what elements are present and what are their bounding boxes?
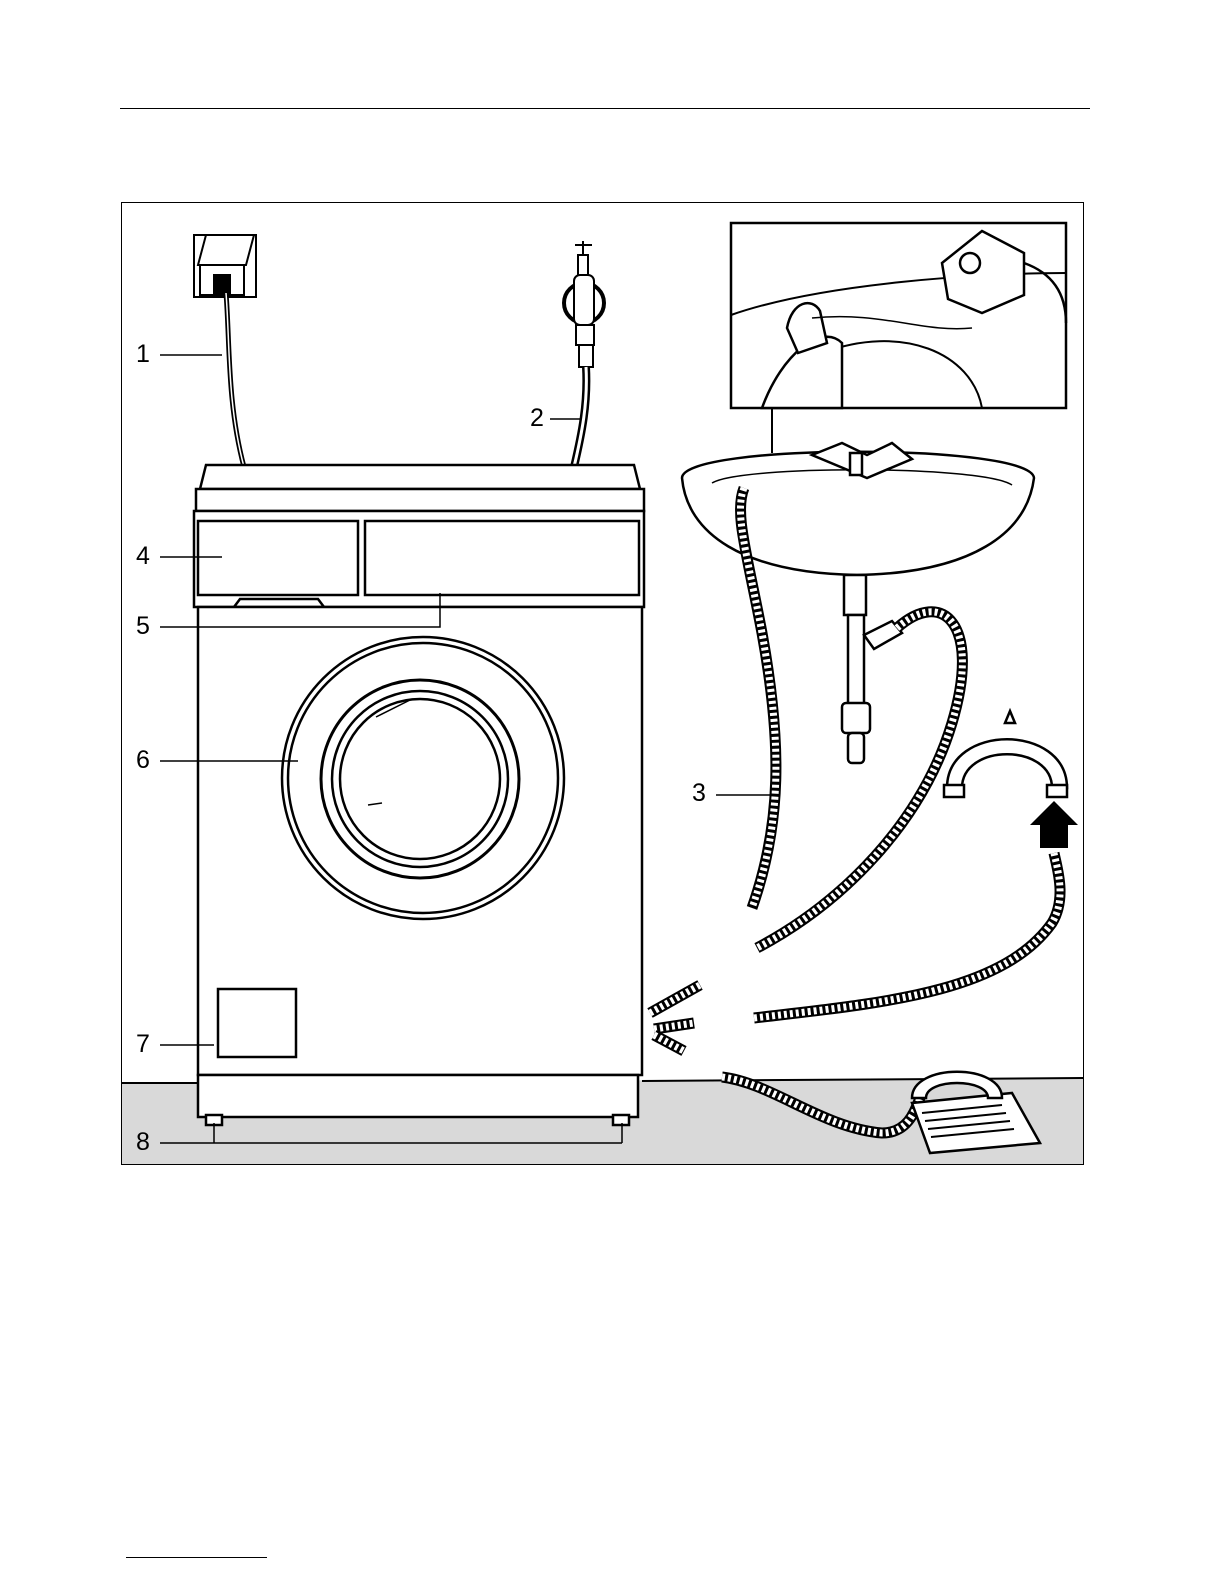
callout-8: 8 [136, 1130, 150, 1155]
service-flap [218, 989, 296, 1057]
callout-3: 3 [692, 781, 706, 806]
foot-right [613, 1115, 629, 1125]
header-rule [120, 108, 1090, 109]
washing-machine-illustration [122, 203, 1084, 1165]
callout-2: 2 [530, 406, 544, 431]
footnote-rule [126, 1557, 267, 1558]
installation-figure: 1 2 3 4 5 6 7 8 [121, 202, 1084, 1165]
power-cable [226, 293, 244, 467]
callout-4: 4 [136, 544, 150, 569]
water-tap-icon [564, 241, 604, 367]
callout-6: 6 [136, 748, 150, 773]
detergent-drawer [198, 521, 358, 595]
socket-icon [194, 235, 256, 297]
callout-7: 7 [136, 1032, 150, 1057]
hose-guide-icon [944, 711, 1067, 797]
callout-1: 1 [136, 342, 150, 367]
control-panel [365, 521, 639, 595]
drain-hose-guide [754, 853, 1060, 1018]
washing-machine [194, 465, 644, 1125]
wash-basin [682, 443, 1034, 763]
inset-detail [731, 223, 1066, 408]
arrow-up-icon [1030, 801, 1078, 848]
callout-5: 5 [136, 614, 150, 639]
